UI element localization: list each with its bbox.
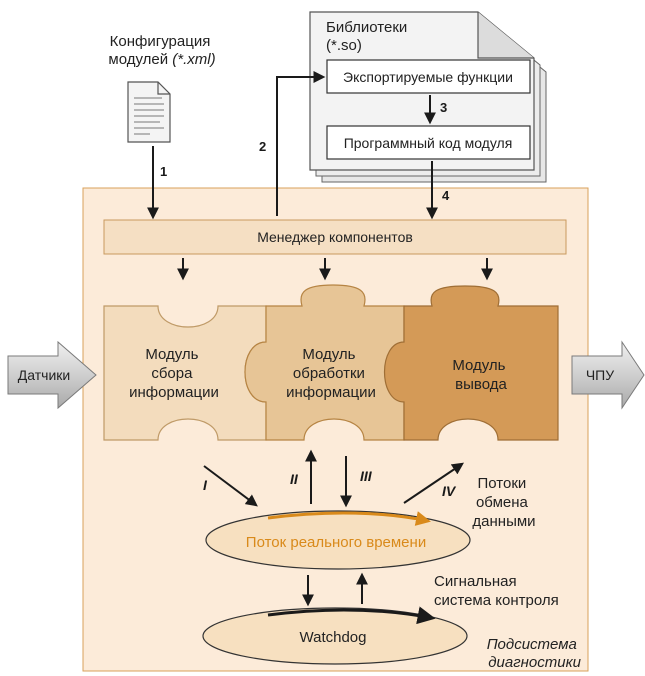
arrow-1-number: 1	[160, 164, 167, 179]
arrow-III-label: III	[360, 468, 373, 484]
libraries-title-line1: Библиотеки	[326, 19, 407, 36]
arrow-2-number: 2	[259, 139, 266, 154]
cnc-label: ЧПУ	[586, 367, 614, 383]
output-module-piece	[384, 285, 559, 441]
arrow-IV-label: IV	[442, 483, 457, 499]
config-label-line2: модулей (*.xml)	[108, 51, 215, 68]
watchdog-flow-arrow	[267, 606, 436, 625]
arrow-I	[203, 465, 258, 507]
arrow-4-number: 4	[442, 188, 450, 203]
config-label-line1: Конфигурация	[110, 33, 211, 50]
exported-functions-label: Экспортируемые функции	[343, 69, 513, 85]
cnc-output-arrow	[571, 340, 645, 410]
diagnostics-label: Подсистема диагностики	[487, 636, 582, 671]
sensors-label: Датчики	[18, 367, 70, 383]
exported-functions-box	[326, 59, 531, 94]
module-code-box	[326, 125, 531, 160]
signal-system-label: Сигнальная система контроля	[434, 573, 559, 609]
process-module-piece	[244, 284, 405, 441]
arrow-II-label: II	[290, 471, 299, 487]
process-module-label: Модуль обработки информации	[286, 346, 376, 401]
rt-thread-ellipse	[205, 510, 471, 570]
module-code-label: Программный код модуля	[344, 135, 513, 151]
component-manager-label: Менеджер компонентов	[257, 229, 413, 245]
collect-module-label: Модуль сбора информации	[129, 346, 219, 401]
arrow-IV	[403, 462, 464, 504]
watchdog-label: Watchdog	[300, 629, 367, 646]
document-icon	[127, 81, 171, 143]
arrow-I-label: I	[203, 477, 208, 493]
arrow-3-number: 3	[440, 100, 447, 115]
component-manager-bar	[103, 219, 567, 255]
rt-thread-label: Поток реального времени	[246, 534, 426, 551]
libraries-title-line2: (*.so)	[326, 37, 362, 54]
watchdog-ellipse	[202, 607, 468, 665]
rt-thread-flow-arrow	[267, 511, 431, 526]
arrow-2	[276, 71, 326, 216]
output-module-label: Модуль вывода	[452, 357, 509, 393]
streams-label: Потоки обмена данными	[472, 475, 535, 530]
sensors-input-arrow	[7, 340, 97, 410]
